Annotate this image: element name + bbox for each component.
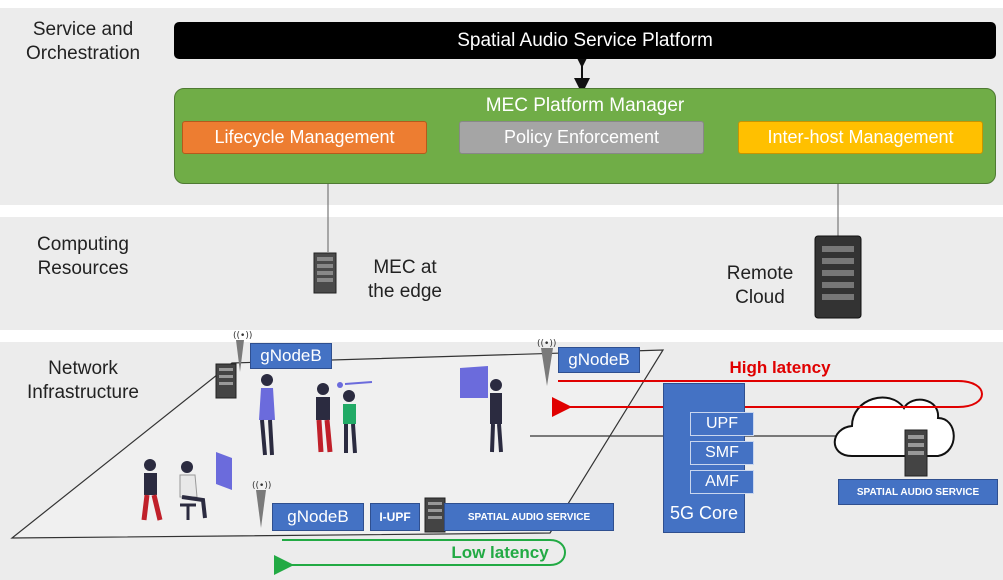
svg-text:((•)): ((•)) (252, 481, 271, 491)
interhost-label: Inter-host Management (767, 127, 954, 147)
gnodeb-bottom: gNodeB (272, 503, 364, 531)
high-latency-path (552, 380, 983, 417)
antenna-icon-top-right: ((•)) (537, 339, 556, 386)
edge-rack-icon (215, 363, 237, 399)
platform-title: Spatial Audio Service Platform (457, 29, 713, 51)
low-latency-label: Low latency (451, 543, 549, 562)
lifecycle-management-box: Lifecycle Management (182, 121, 427, 154)
antenna-icon-top-left: ((•)) (233, 331, 252, 372)
policy-label: Policy Enforcement (503, 127, 660, 147)
svg-text:((•)): ((•)) (233, 331, 252, 341)
mec-title: MEC Platform Manager (485, 95, 685, 116)
cloud-spatial-audio-service: SPATIAL AUDIO SERVICE (838, 479, 998, 505)
gnodeb-top-left: gNodeB (250, 343, 332, 369)
core-upf: UPF (690, 412, 754, 436)
users-scene (141, 366, 503, 521)
policy-enforcement-box: Policy Enforcement (459, 121, 704, 154)
svg-text:((•)): ((•)) (537, 339, 556, 349)
spatial-audio-platform-bar: Spatial Audio Service Platform (174, 22, 996, 59)
core-label: 5G Core (669, 503, 739, 523)
core-smf: SMF (690, 441, 754, 465)
high-latency-label: High latency (729, 358, 831, 377)
edge-spatial-audio-service: SPATIAL AUDIO SERVICE (444, 503, 614, 531)
low-latency-path (274, 539, 566, 575)
spatial-service-rack-icon (424, 497, 446, 533)
cloud-rack-icon (904, 429, 928, 477)
antenna-icon-bottom: ((•)) (252, 481, 271, 528)
inter-host-management-box: Inter-host Management (738, 121, 983, 154)
edge-server-icon (313, 252, 337, 294)
core-amf: AMF (690, 470, 754, 494)
gnodeb-top-right: gNodeB (558, 347, 640, 373)
i-upf-box: I-UPF (370, 503, 420, 531)
lifecycle-label: Lifecycle Management (214, 127, 395, 147)
cloud-server-icon (814, 235, 862, 319)
